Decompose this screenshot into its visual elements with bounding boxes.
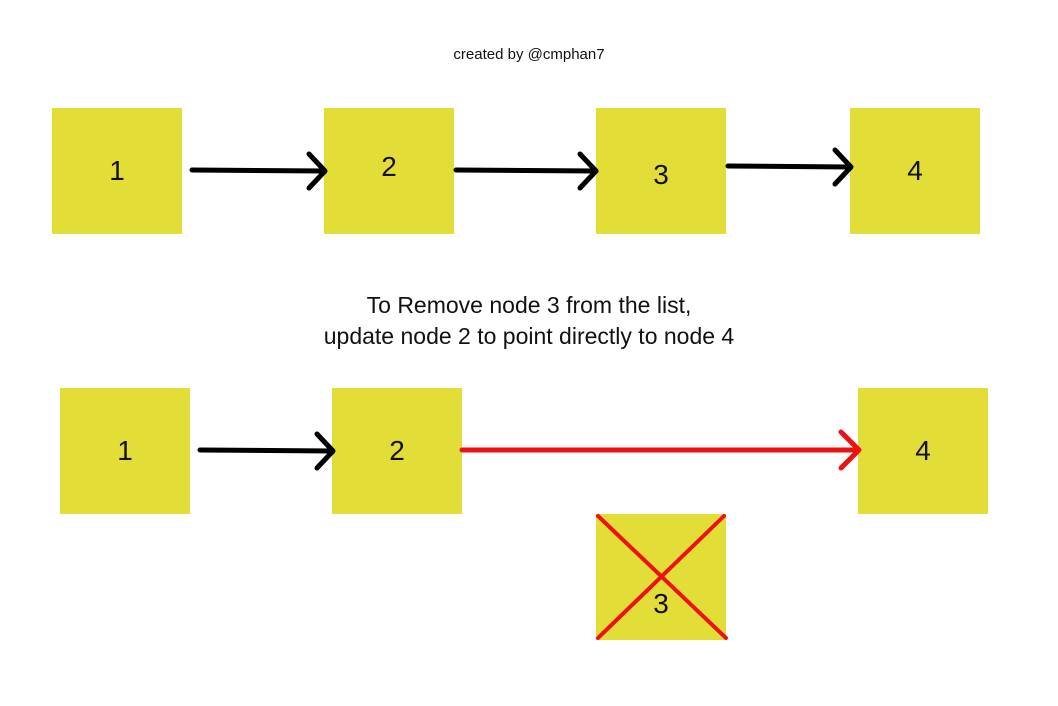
removed-node-3-label: 3 xyxy=(653,588,669,619)
node-3-before: 3 xyxy=(596,108,726,234)
node-3-before-label: 3 xyxy=(653,159,669,190)
new-link-2-to-4 xyxy=(459,429,862,471)
arrow-1-to-2 xyxy=(189,151,328,191)
node-1-after-label: 1 xyxy=(117,435,133,466)
remove-mark-x xyxy=(596,514,728,640)
node-1-before: 1 xyxy=(52,108,182,234)
node-4-after-label: 4 xyxy=(915,435,931,466)
node-2-after-label: 2 xyxy=(389,435,405,466)
credit-text: created by @cmphan7 xyxy=(453,46,605,63)
arrow-3-to-4 xyxy=(725,147,854,187)
node-1-after: 1 xyxy=(60,388,190,514)
node-1-before-label: 1 xyxy=(109,155,125,186)
node-4-before-label: 4 xyxy=(907,155,923,186)
caption-line-2: update node 2 to point directly to node … xyxy=(323,323,735,349)
diagram-caption: To Remove node 3 from the list, update n… xyxy=(0,290,1058,352)
arrow-1-to-2-after xyxy=(197,431,336,471)
arrow-2-to-3 xyxy=(453,151,599,191)
caption-line-1: To Remove node 3 from the list, xyxy=(366,292,692,318)
node-2-after: 2 xyxy=(332,388,462,514)
node-2-before-label: 2 xyxy=(381,151,397,182)
node-4-after: 4 xyxy=(858,388,988,514)
node-4-before: 4 xyxy=(850,108,980,234)
node-2-before: 2 xyxy=(324,108,454,234)
